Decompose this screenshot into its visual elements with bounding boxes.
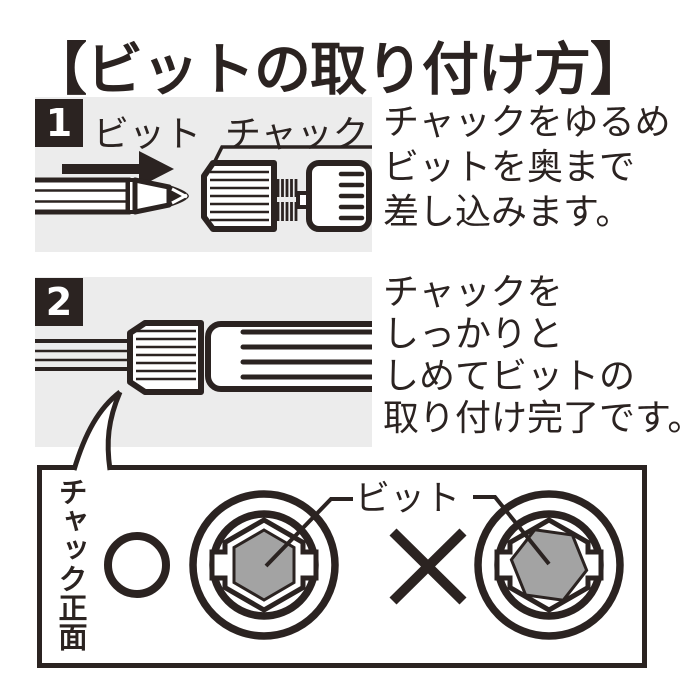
- step2-instruction-line: しめてビットの: [383, 356, 636, 397]
- step2-instruction-line: しっかりと: [383, 314, 564, 355]
- bit-illustration: [35, 177, 189, 215]
- bit-label: ビット: [93, 114, 202, 155]
- step2-number-badge: 2: [35, 278, 83, 326]
- front-view-box: チャック正面 ビット: [37, 465, 647, 668]
- step2-panel: 2: [35, 277, 372, 447]
- step1-instruction-line: チャックをゆるめ: [383, 102, 671, 143]
- bit-leader-right: [473, 495, 551, 566]
- step1-illustration: [35, 145, 372, 232]
- chuck-front-incorrect-illustration: [474, 490, 624, 640]
- bit-front-label: ビット: [355, 479, 461, 519]
- bit-hex-aligned: [232, 528, 296, 602]
- step1-instructions: チャックをゆるめ ビットを奥まで 差し込みます。: [383, 100, 671, 235]
- step1-instruction-line: 差し込みます。: [383, 192, 632, 233]
- callout-tail: [71, 390, 123, 475]
- thread-coils: [276, 179, 298, 221]
- correct-mark-icon: [104, 532, 170, 598]
- step2-instruction-line: 取り付け完了です。: [383, 398, 700, 439]
- bit-hex-misaligned: [509, 528, 589, 602]
- page-title: 【ビットの取り付け方】: [30, 37, 647, 103]
- chuck-label: チャック: [225, 114, 369, 155]
- arrow-right-icon: [62, 151, 174, 187]
- chuck-illustration: [201, 160, 372, 232]
- step1-number-badge: 1: [35, 99, 83, 147]
- front-view-illustration: [37, 465, 647, 668]
- step1-instruction-line: ビットを奥まで: [383, 147, 636, 188]
- bit-leader-left: [264, 497, 353, 568]
- front-view-side-label: チャック正面: [54, 477, 88, 651]
- step2-instruction-line: チャックを: [383, 272, 563, 313]
- assembled-screwdriver-illustration: [35, 320, 372, 395]
- step2-instructions: チャックを しっかりと しめてビットの 取り付け完了です。: [383, 272, 700, 440]
- incorrect-mark-icon: [389, 528, 467, 605]
- step2-illustration: [35, 320, 372, 395]
- step1-panel: 1 ビット チャック: [35, 97, 372, 252]
